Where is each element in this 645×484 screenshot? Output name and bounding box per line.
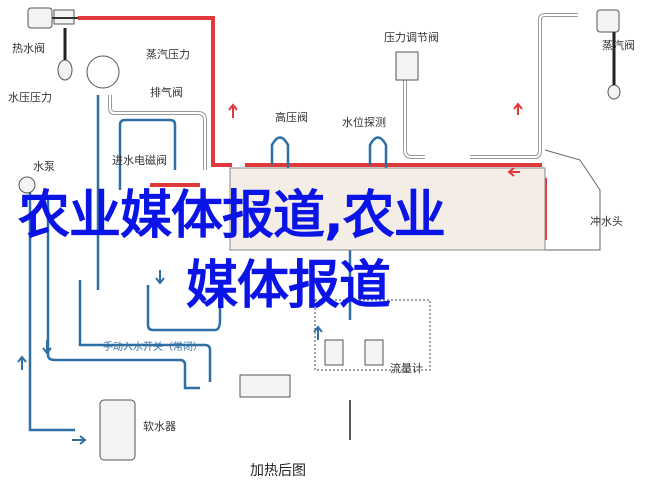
label-exhaust-valve: 排气阀 bbox=[150, 86, 183, 99]
heater-pipe-icon bbox=[239, 374, 291, 398]
water-pump-icon bbox=[18, 176, 36, 194]
label-manual-inlet-switch: 手动入水开关（常闭） bbox=[103, 342, 203, 353]
diagram-caption: 加热后图 bbox=[250, 463, 306, 479]
hot-pipe-top-left bbox=[78, 16, 232, 167]
flow-meter-1-icon bbox=[324, 339, 344, 366]
steam-valve-float bbox=[607, 84, 621, 100]
flow-meter-box bbox=[314, 299, 431, 371]
label-water-pump: 水泵 bbox=[33, 160, 55, 173]
flow-arrows-blue bbox=[17, 270, 323, 445]
label-high-pressure-valve: 高压阀 bbox=[275, 111, 308, 124]
label-water-softener: 软水器 bbox=[143, 420, 176, 433]
label-water-pressure: 水压压力 bbox=[8, 91, 52, 104]
label-hot-water-valve: 热水阀 bbox=[12, 42, 45, 55]
pressure-gauge-icon bbox=[86, 55, 120, 89]
label-flow-meter: 流量计 bbox=[390, 362, 423, 375]
label-water-level-probe: 水位探测 bbox=[342, 116, 386, 129]
flow-meter-2-icon bbox=[364, 339, 384, 366]
label-flush-head: 冲水头 bbox=[590, 215, 623, 228]
label-steam-pressure: 蒸汽压力 bbox=[146, 48, 190, 61]
overlay-headline-line2: 媒体报道 bbox=[186, 256, 391, 316]
overlay-headline-line1: 农业媒体报道,农业 bbox=[18, 186, 446, 246]
steam-valve-icon bbox=[596, 9, 620, 33]
label-inlet-solenoid-valve: 进水电磁阀 bbox=[112, 154, 167, 167]
water-pipes bbox=[28, 95, 388, 432]
label-steam-valve: 蒸汽阀 bbox=[602, 39, 635, 52]
label-pressure-regulator: 压力调节阀 bbox=[384, 31, 439, 44]
flush-head-body bbox=[544, 149, 601, 251]
water-softener-icon bbox=[99, 399, 136, 461]
flow-arrows-red bbox=[228, 102, 523, 177]
pressure-regulator-icon bbox=[395, 51, 419, 81]
hot-water-valve-icon bbox=[27, 7, 53, 29]
hot-water-valve-float bbox=[57, 59, 73, 81]
